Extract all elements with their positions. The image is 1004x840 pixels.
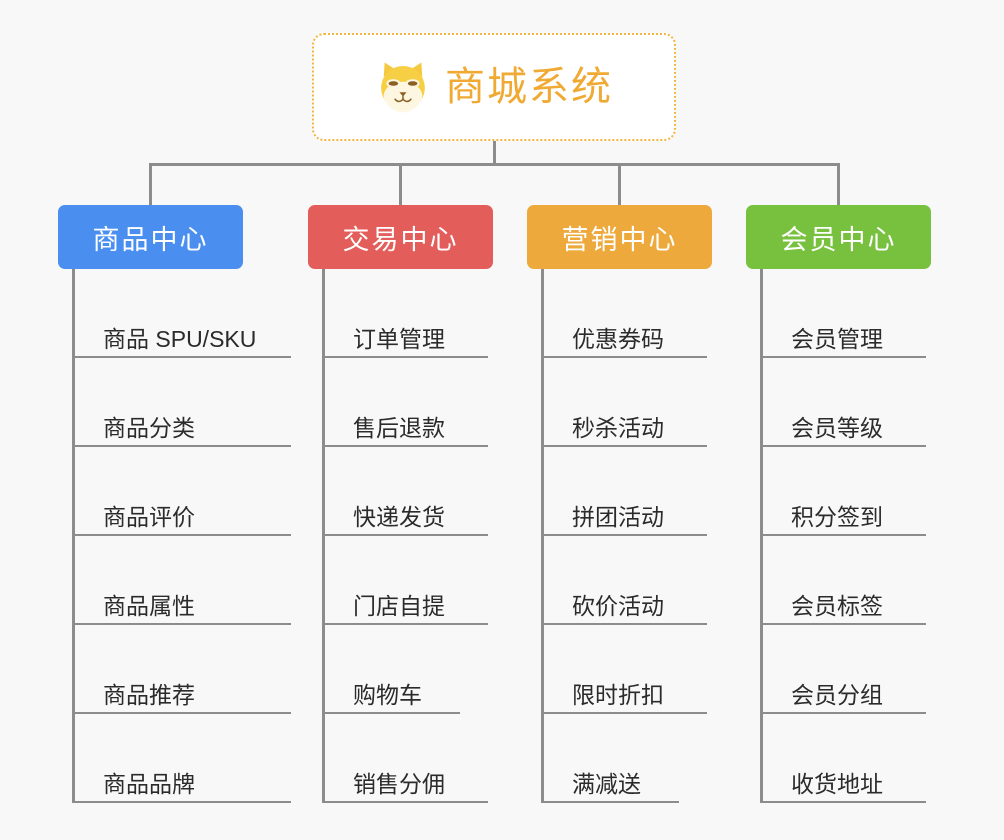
leaf-label: 购物车 xyxy=(353,682,422,708)
list-item[interactable]: 拼团活动 xyxy=(544,447,712,536)
leaf-label: 快递发货 xyxy=(353,504,445,530)
list-item[interactable]: 会员等级 xyxy=(763,358,931,447)
list-item[interactable]: 砍价活动 xyxy=(544,536,712,625)
list-item[interactable]: 商品评价 xyxy=(75,447,291,536)
list-item[interactable]: 积分签到 xyxy=(763,447,931,536)
category-label-3: 会员中心 xyxy=(780,224,897,255)
category-box-2[interactable]: 营销中心 xyxy=(527,205,712,269)
leaf-label: 商品属性 xyxy=(103,593,195,619)
branch-会员中心: 会员中心 会员管理 会员等级 积分签到 会员标签 会员分组 收货地址 xyxy=(746,205,931,803)
leaf-list-2: 优惠券码 秒杀活动 拼团活动 砍价活动 限时折扣 满减送 xyxy=(541,269,712,803)
list-item[interactable]: 商品属性 xyxy=(75,536,291,625)
list-item[interactable]: 会员分组 xyxy=(763,625,931,714)
leaf-label: 优惠券码 xyxy=(572,326,664,352)
leaf-label: 限时折扣 xyxy=(572,682,664,708)
leaf-label: 商品评价 xyxy=(103,504,195,530)
leaf-list-3: 会员管理 会员等级 积分签到 会员标签 会员分组 收货地址 xyxy=(760,269,931,803)
leaf-label: 积分签到 xyxy=(791,504,883,530)
list-item[interactable]: 快递发货 xyxy=(325,447,493,536)
category-box-1[interactable]: 交易中心 xyxy=(308,205,493,269)
shiba-dog-face-icon xyxy=(381,62,425,113)
list-item[interactable]: 商品分类 xyxy=(75,358,291,447)
leaf-label: 商品推荐 xyxy=(103,682,195,708)
leaf-list-0: 商品 SPU/SKU 商品分类 商品评价 商品属性 商品推荐 商品品牌 xyxy=(72,269,291,803)
leaf-label: 拼团活动 xyxy=(572,504,664,530)
leaf-label: 砍价活动 xyxy=(572,593,664,619)
root-title: 商城系统 xyxy=(445,65,613,109)
list-item[interactable]: 满减送 xyxy=(544,714,712,803)
list-item[interactable]: 收货地址 xyxy=(763,714,931,803)
leaf-label: 收货地址 xyxy=(791,771,883,797)
leaf-label: 会员分组 xyxy=(791,682,883,708)
root-node[interactable]: 商城系统 xyxy=(312,33,676,141)
branch-商品中心: 商品中心 商品 SPU/SKU 商品分类 商品评价 商品属性 商品推荐 商品品牌 xyxy=(58,205,291,803)
list-item[interactable]: 商品推荐 xyxy=(75,625,291,714)
leaf-list-1: 订单管理 售后退款 快递发货 门店自提 购物车 销售分佣 xyxy=(322,269,493,803)
list-item[interactable]: 限时折扣 xyxy=(544,625,712,714)
list-item[interactable]: 优惠券码 xyxy=(544,269,712,358)
leaf-label: 满减送 xyxy=(572,771,641,797)
leaf-label: 会员管理 xyxy=(791,326,883,352)
leaf-label: 订单管理 xyxy=(353,326,445,352)
leaf-label: 商品分类 xyxy=(103,415,195,441)
list-item[interactable]: 秒杀活动 xyxy=(544,358,712,447)
branch-营销中心: 营销中心 优惠券码 秒杀活动 拼团活动 砍价活动 限时折扣 满减送 xyxy=(527,205,712,803)
leaf-label: 秒杀活动 xyxy=(572,415,664,441)
leaf-label: 售后退款 xyxy=(353,415,445,441)
list-item[interactable]: 销售分佣 xyxy=(325,714,493,803)
list-item[interactable]: 会员标签 xyxy=(763,536,931,625)
list-item[interactable]: 购物车 xyxy=(325,625,493,714)
list-item[interactable]: 售后退款 xyxy=(325,358,493,447)
category-box-0[interactable]: 商品中心 xyxy=(58,205,243,269)
list-item[interactable]: 会员管理 xyxy=(763,269,931,358)
list-item[interactable]: 门店自提 xyxy=(325,536,493,625)
leaf-label: 商品 SPU/SKU xyxy=(103,326,257,352)
leaf-label: 门店自提 xyxy=(353,593,445,619)
list-item[interactable]: 商品品牌 xyxy=(75,714,291,803)
list-item[interactable]: 商品 SPU/SKU xyxy=(75,269,291,358)
leaf-label: 销售分佣 xyxy=(353,771,445,797)
category-box-3[interactable]: 会员中心 xyxy=(746,205,931,269)
list-item[interactable]: 订单管理 xyxy=(325,269,493,358)
category-label-0: 商品中心 xyxy=(92,224,209,255)
leaf-label: 会员等级 xyxy=(791,415,883,441)
category-label-2: 营销中心 xyxy=(561,224,678,255)
leaf-label: 会员标签 xyxy=(791,593,883,619)
branch-交易中心: 交易中心 订单管理 售后退款 快递发货 门店自提 购物车 销售分佣 xyxy=(308,205,493,803)
leaf-label: 商品品牌 xyxy=(103,771,195,797)
category-label-1: 交易中心 xyxy=(342,224,459,255)
